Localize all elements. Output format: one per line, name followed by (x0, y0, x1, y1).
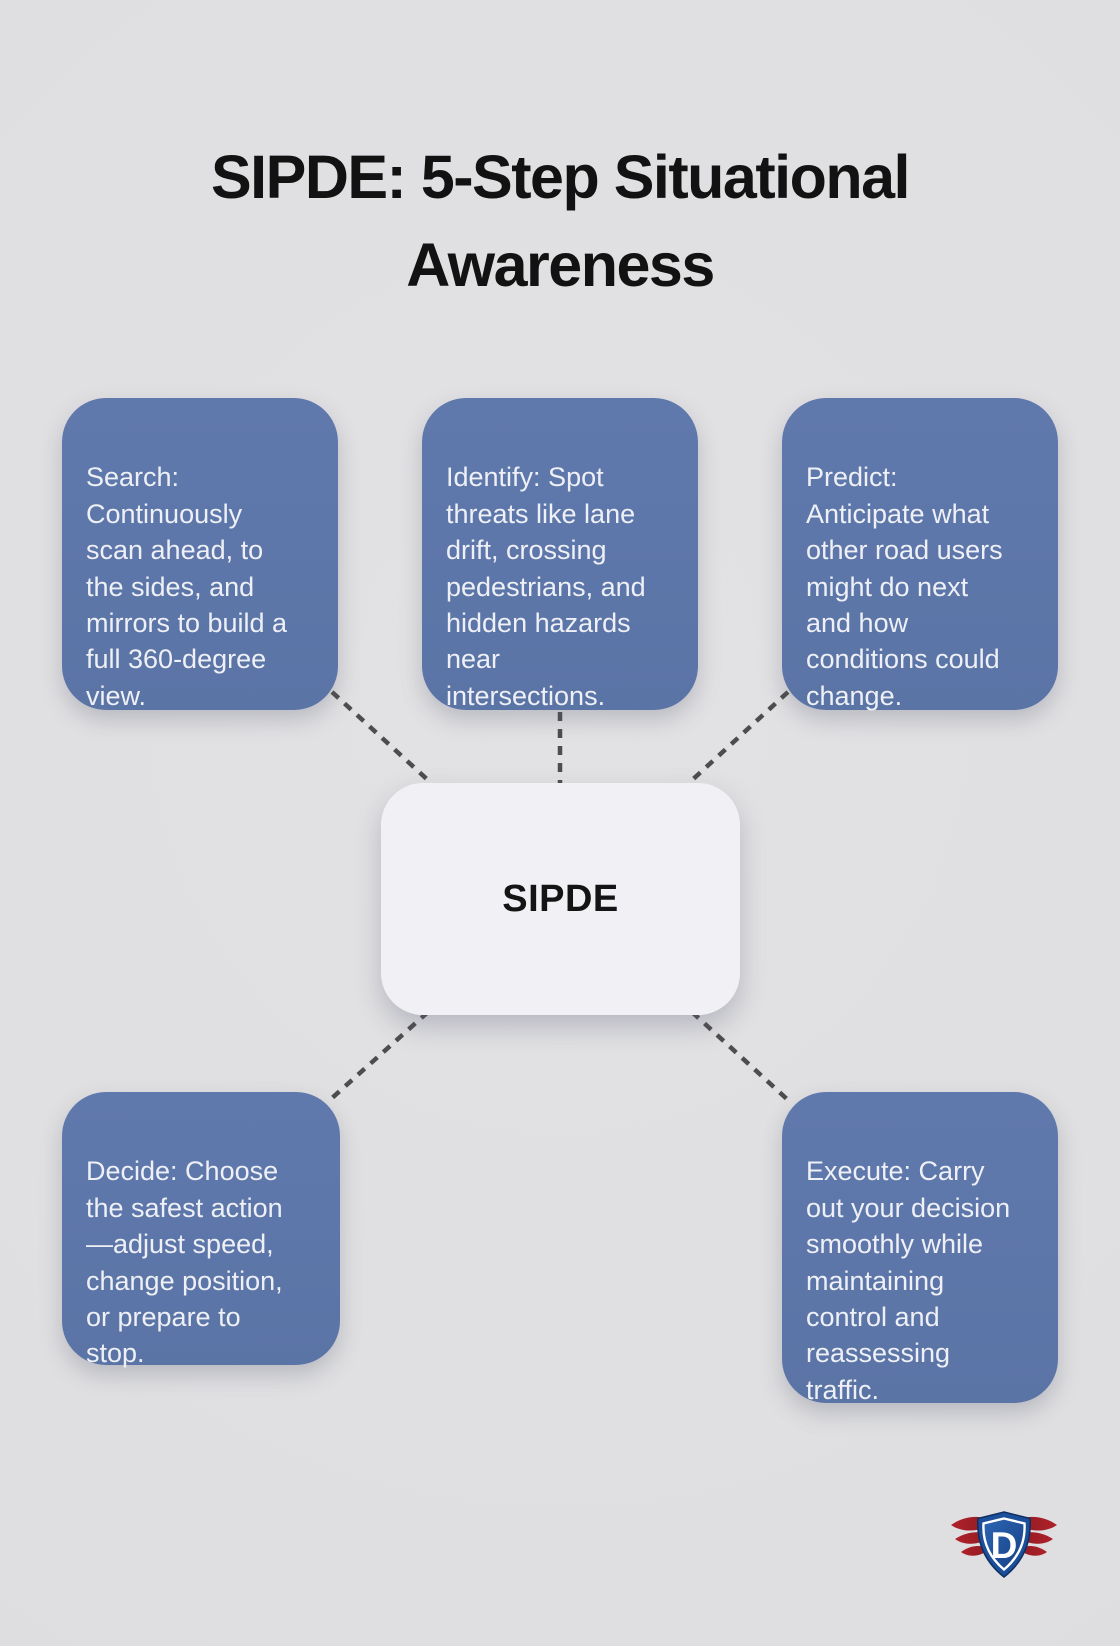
shield-logo-icon: D (977, 1511, 1031, 1578)
step-box-search: Search: Continuously scan ahead, to the … (62, 398, 338, 711)
connector-predict-center (688, 690, 790, 784)
step-box-execute: Execute: Carry out your decision smoothl… (782, 1092, 1058, 1405)
step-box-decide: Decide: Choose the safest action —adjust… (62, 1092, 340, 1369)
connector-execute-center (690, 1010, 790, 1102)
logo-letter: D (991, 1525, 1018, 1566)
step-text-execute: Execute: Carry out your decision smoothl… (806, 1156, 1011, 1405)
center-node-sipde: SIPDE (381, 783, 740, 1015)
step-text-search: Search: Continuously scan ahead, to the … (86, 462, 288, 711)
brand-logo: D (951, 1511, 1057, 1578)
step-box-predict: Predict: Anticipate what other road user… (782, 398, 1058, 711)
step-box-identify: Identify: Spot threats like lane drift, … (422, 398, 698, 711)
page-title: SIPDE: 5-Step Situational Awareness (211, 142, 911, 299)
step-text-decide: Decide: Choose the safest action —adjust… (86, 1156, 283, 1369)
center-node-label: SIPDE (502, 877, 619, 920)
connector-search-center (330, 690, 432, 784)
step-text-identify: Identify: Spot threats like lane drift, … (446, 462, 646, 711)
step-text-predict: Predict: Anticipate what other road user… (806, 462, 1003, 711)
connector-decide-center (330, 1010, 430, 1100)
